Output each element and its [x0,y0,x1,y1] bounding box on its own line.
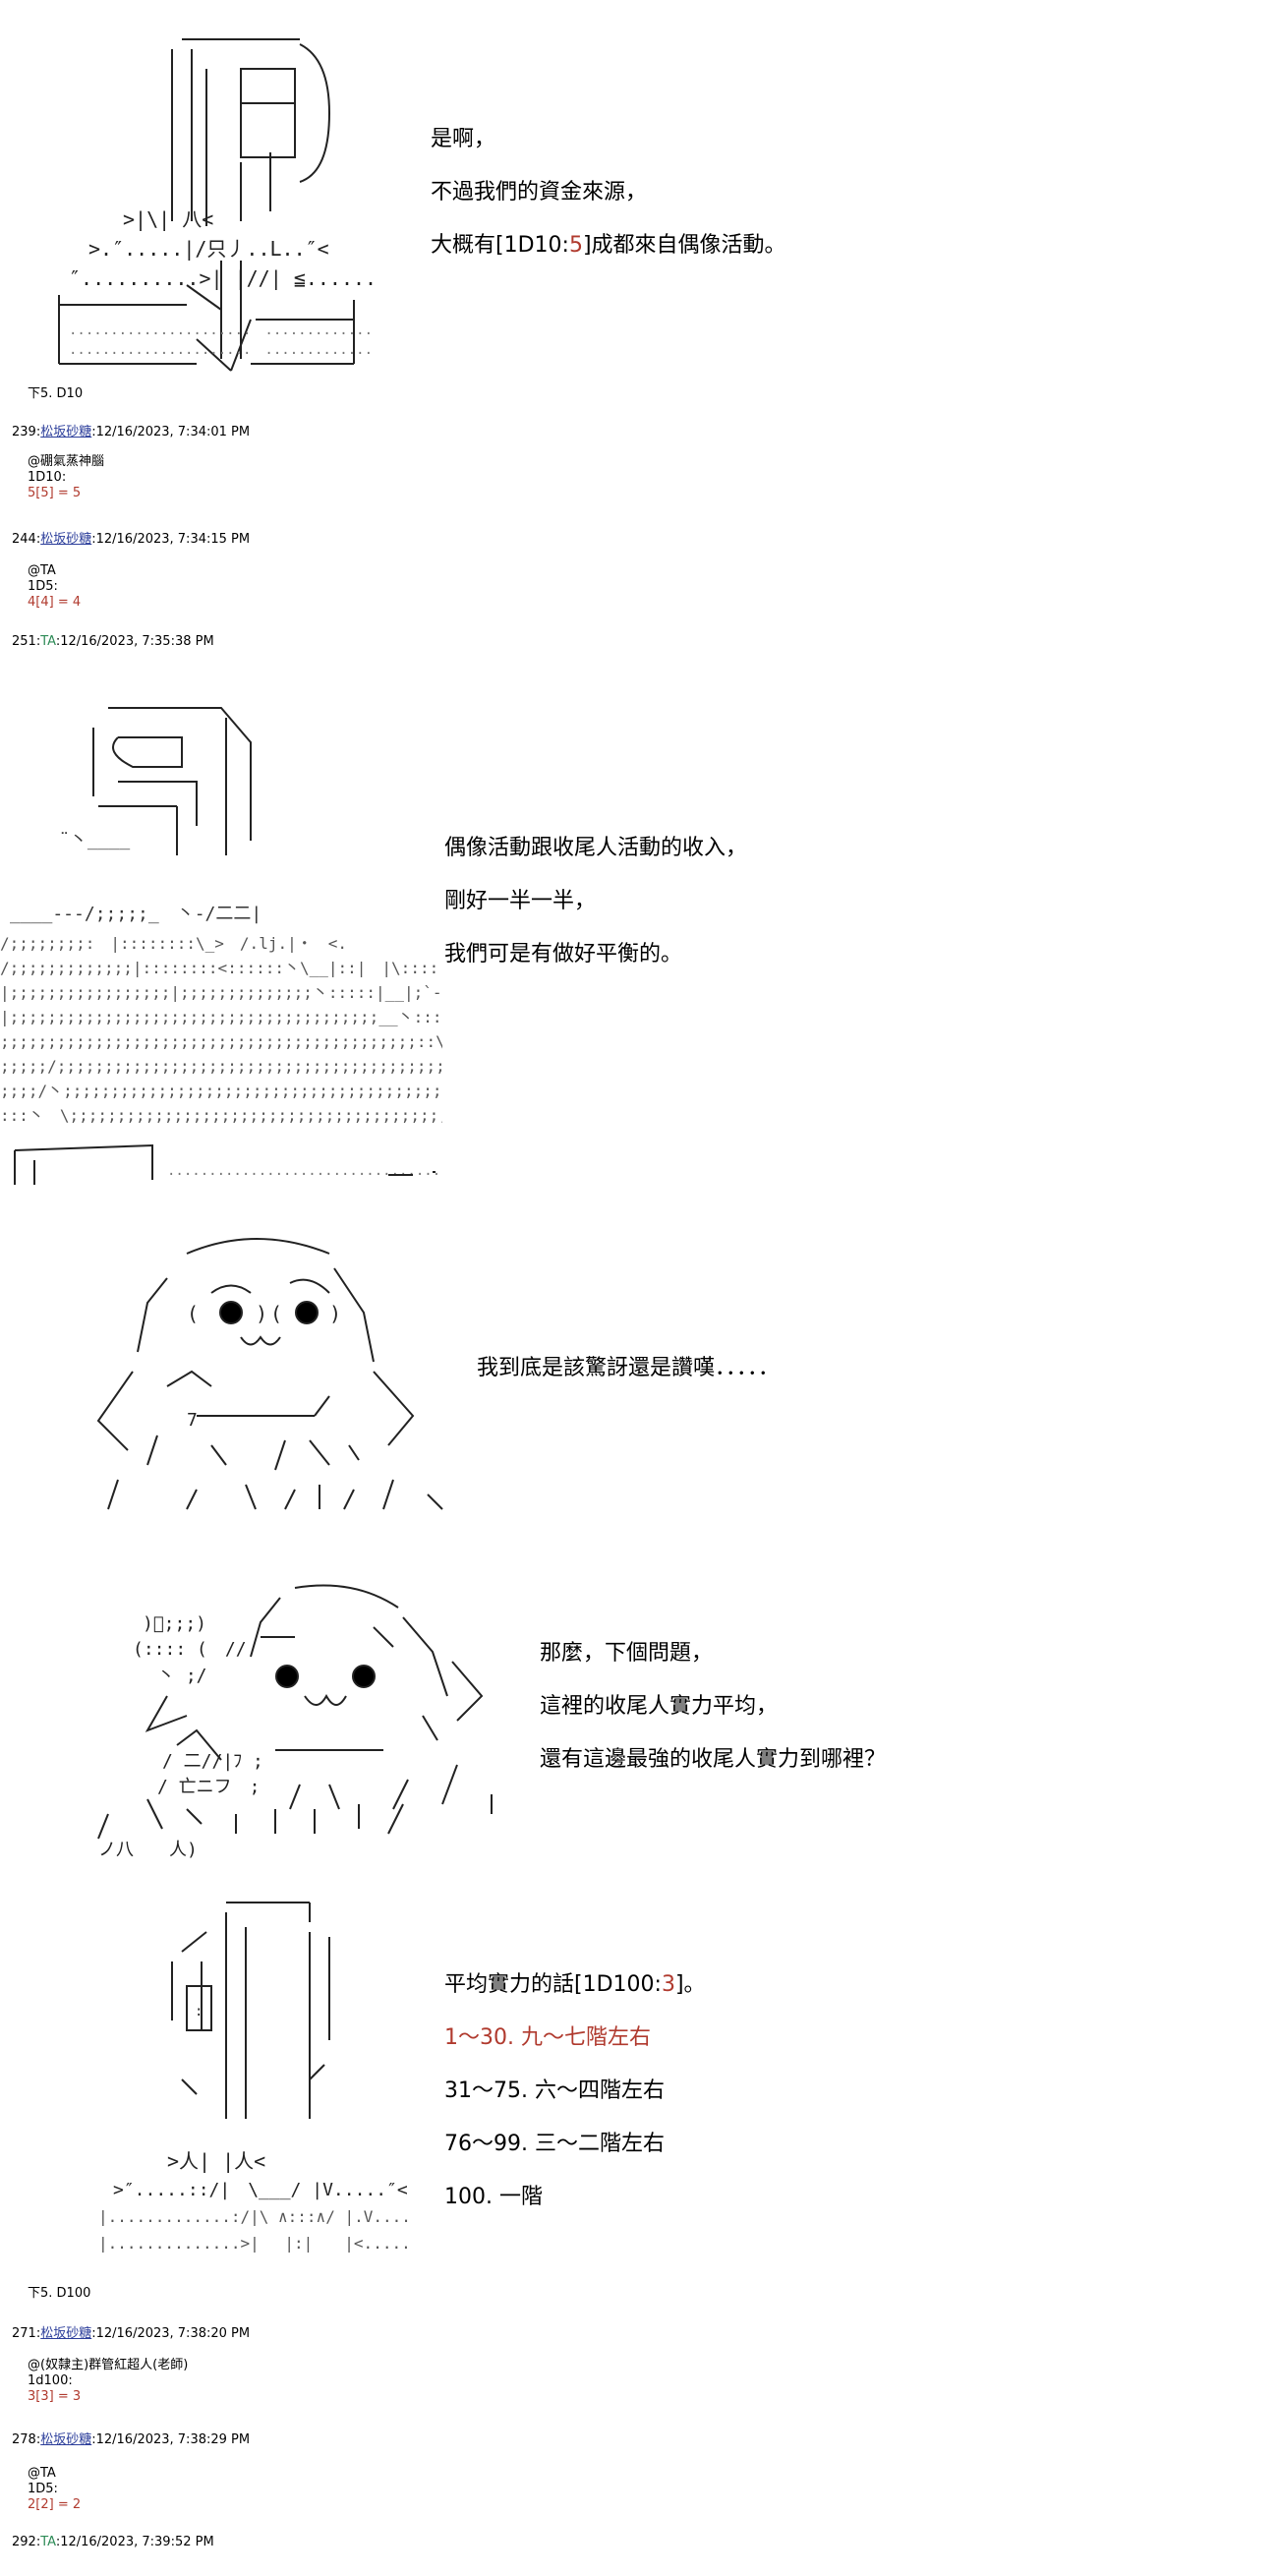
dice-result: 4[4] = 4 [28,595,82,610]
dice-result: 5[5] = 5 [28,486,82,500]
dialog-line: 我到底是該驚訝還是讚嘆．．．．． [477,1356,781,1380]
svg-text:7: 7 [187,1410,198,1431]
svg-text:¨丶____: ¨丶____ [59,830,130,850]
post-header: 278:松坂砂糖:12/16/2023, 7:38:29 PM [12,2432,251,2447]
svg-text:(: ( [270,1302,282,1325]
post-header: 244:松坂砂糖:12/16/2023, 7:34:15 PM [12,532,251,547]
option: 76～99. 三～二階左右 [444,2132,665,2156]
svg-text:...................... .......: ...................... ................. [69,322,374,338]
panel1-dialog: 是啊， 不過我們的資金來源， 大概有[1D10:5]成都來自偶像活動。 [431,113,786,272]
ascii-art-blob-character-pointing: )ﾞ;;;) (:::: ( // 丶 ;/ / 二//|ﾌ ; / 亡ニフ ;… [69,1568,521,1863]
svg-text:/ 亡ニフ ;: / 亡ニフ ; [157,1777,261,1797]
ascii-art-letter-p: >|\| 八< >.″.....|/只丿..L..″< ″..........>… [49,25,374,379]
panel5-dialog: 平均實力的話[1D100:3]。 1～30. 九～七階左右 31～75. 六～四… [444,1959,706,2224]
post-body: @TA 1D5: 2[2] = 2 [28,2466,82,2512]
svg-text:>″.....::/| \___/ |V.....″<: >″.....::/| \___/ |V.....″< [113,2180,408,2200]
dialog-line: 大概有[1D10:5]成都來自偶像活動。 [431,233,786,258]
option-selected: 1～30. 九～七階左右 [444,2025,651,2050]
post-header: 239:松坂砂糖:12/16/2023, 7:34:01 PM [12,425,251,439]
post-header: 292:TA:12/16/2023, 7:39:52 PM [12,2535,214,2549]
username-link[interactable]: 松坂砂糖 [40,2326,92,2341]
post-header: 251:TA:12/16/2023, 7:35:38 PM [12,634,214,649]
svg-text:|;;;;;;;;;;;;;;;;;;;;;;;;;;;;;: |;;;;;;;;;;;;;;;;;;;;;;;;;;;;;;;;;;;;;;;… [0,1008,442,1026]
svg-text:;;;;;;;;;;;;;;;;;;;;;;;;;;;;;;: ;;;;;;;;;;;;;;;;;;;;;;;;;;;;;;;;;;;;;;;;… [0,1032,442,1051]
panel3-dialog: 我到底是該驚訝還是讚嘆．．．．． [477,1342,780,1395]
dice-result: 2[2] = 2 [28,2497,82,2512]
svg-text:/ 二//|ﾌ ;: / 二//|ﾌ ; [162,1751,281,1772]
dialog-line: 那麼，下個問題， [540,1641,714,1666]
username-link[interactable]: 松坂砂糖 [40,425,92,439]
dialog-line: 剛好一半一半， [444,889,597,913]
username-link[interactable]: TA [40,2535,56,2549]
svg-text:>|\| 八<: >|\| 八< [123,207,213,231]
post-body: @(奴隸主)群管紅超人(老師) 1d100: 3[3] = 3 [28,2358,189,2404]
svg-text:...................... .......: ...................... ................. [69,342,374,358]
svg-text:): ) [256,1302,267,1325]
post-body: @TA 1D5: 4[4] = 4 [28,563,82,610]
ascii-art-letter-q: ¨丶____ ____---/;;;;;_ 丶-/二二| /;;;;;;;;: … [0,688,442,1190]
svg-text:;;;;;/;;;;;;;;;;;;;;;;;;;;;;;;: ;;;;;/;;;;;;;;;;;;;;;;;;;;;;;;;;;;;;;;;;… [0,1057,442,1076]
dialog-line: 平均實力的話[1D100:3]。 [444,1972,706,1997]
option: 100. 一階 [444,2185,543,2209]
username-link[interactable]: TA [40,634,56,649]
dialog-line: 我們可是有做好平衡的。 [444,942,683,966]
svg-text:|;;;;;;;;;;;;;;;;;|;;;;;;;;;;;: |;;;;;;;;;;;;;;;;;|;;;;;;;;;;;;;;丶:::::|… [0,983,442,1002]
svg-text:ノ八 人): ノ八 人) [98,1840,198,1860]
svg-text:)ﾞ;;;): )ﾞ;;;) [143,1613,206,1634]
svg-text:..............................: ..................................... ̄ … [167,1163,442,1179]
dice-roll: 3 [661,1972,675,1997]
option: 31～75. 六～四階左右 [444,2078,665,2103]
svg-text:>.″.....|/只丿..L..″<: >.″.....|/只丿..L..″< [88,237,329,261]
dialog-line: 還有這邊最強的收尾人實力到哪裡？ [540,1747,887,1772]
svg-text::: : [195,2004,203,2020]
dialog-line: 這裡的收尾人實力平均， [540,1694,779,1719]
panel5-caption: 下5. D100 [28,2286,91,2301]
svg-text:/;;;;;;;;: |::::::::\_> /.lj.|: /;;;;;;;;: |::::::::\_> /.lj.|・ <. [0,934,347,953]
dialog-line: 不過我們的資金來源， [431,180,648,205]
panel4-dialog: 那麼，下個問題， 這裡的收尾人實力平均， 還有這邊最強的收尾人實力到哪裡？ [540,1627,886,1786]
dialog-line: 偶像活動跟收尾人活動的收入， [444,836,748,860]
svg-text::::丶 \;;;;;;;;;;;;;;;;;;;;;;;;: :::丶 \;;;;;;;;;;;;;;;;;;;;;;;;;;;;;;;;;;… [0,1106,442,1125]
svg-text:|..............>| |:| |<....: |..............>| |:| |<............| [98,2234,413,2253]
svg-text:;;;;/丶;;;;;;;;;;;;;;;;;;;;;;;;: ;;;;/丶;;;;;;;;;;;;;;;;;;;;;;;;;;;;;;;;;;… [0,1082,442,1100]
dice-roll: 5 [568,233,583,258]
ascii-art-blob-character: ( ) ( ) 7 [49,1224,462,1519]
svg-text:>人| |人<: >人| |人< [167,2149,265,2173]
svg-text:丶 ;/: 丶 ;/ [157,1666,207,1686]
ascii-art-letter-i: : >人| |人< >″.....::/| \___/ |V.....″< |.… [88,1883,413,2276]
svg-text:(:::: ( //: (:::: ( // [133,1639,247,1660]
svg-text:|.............:/|\ ∧:::∧/ |.V.: |.............:/|\ ∧:::∧/ |.V...........… [98,2207,413,2226]
panel2-dialog: 偶像活動跟收尾人活動的收入， 剛好一半一半， 我們可是有做好平衡的。 [444,822,747,981]
panel1-caption: 下5. D10 [28,386,84,401]
svg-text:(: ( [187,1302,199,1325]
post-body: @硼氣蒸神腦 1D10: 5[5] = 5 [28,454,105,500]
post-header: 271:松坂砂糖:12/16/2023, 7:38:20 PM [12,2326,251,2341]
username-link[interactable]: 松坂砂糖 [40,532,92,547]
dice-result: 3[3] = 3 [28,2389,82,2404]
svg-text:____---/;;;;;_ 丶-/二二|: ____---/;;;;;_ 丶-/二二| [10,904,261,924]
dialog-line: 是啊， [431,127,496,151]
username-link[interactable]: 松坂砂糖 [40,2432,92,2447]
svg-text:): ) [329,1302,341,1325]
svg-text:/;;;;;;;;;;;;;|::::::::<::::::: /;;;;;;;;;;;;;|::::::::<::::::丶\__|::| |… [0,959,442,977]
